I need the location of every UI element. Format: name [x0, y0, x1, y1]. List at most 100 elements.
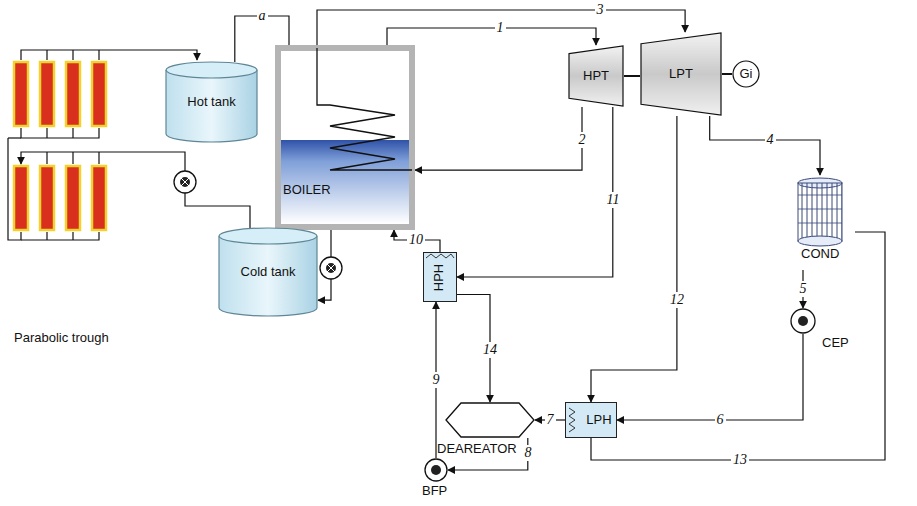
parabolic-trough-field-part — [46, 50, 47, 60]
parabolic-trough-field-part — [21, 232, 99, 240]
parabolic-trough-field-part — [72, 232, 73, 240]
field-label: Parabolic trough — [14, 330, 109, 345]
salt-pump-part — [326, 263, 336, 273]
stream-number: 8 — [523, 445, 534, 460]
lp-turbine: LPT — [640, 32, 722, 116]
parabolic-trough-field-part — [98, 50, 99, 60]
shaft-line — [722, 73, 732, 75]
node-label: BFP — [422, 484, 447, 499]
lp-heater: LPH — [565, 402, 617, 438]
boiler-outline — [275, 45, 415, 230]
stream-number: 11 — [605, 192, 622, 207]
flow-line — [387, 28, 596, 45]
cold-tank: Cold tank — [218, 228, 318, 316]
feed-pump-outline-part — [425, 459, 447, 481]
stream-number: 1 — [495, 20, 506, 35]
condenser-outline-part — [798, 236, 842, 246]
flow-line — [710, 116, 820, 175]
node-label: COND — [799, 247, 841, 262]
hp-turbine: HPT — [568, 45, 624, 107]
parabolic-trough-field-part — [92, 166, 106, 230]
hot-tank: Hot tank — [165, 62, 258, 142]
parabolic-trough-field-part — [46, 232, 47, 240]
parabolic-trough-field-part — [66, 166, 80, 230]
node-label: LPT — [669, 67, 693, 82]
stream-number: 9 — [431, 372, 442, 387]
parabolic-trough-field-part — [14, 62, 28, 126]
deaerator-outline-part — [446, 403, 534, 437]
condenser-outline-part — [798, 195, 842, 223]
node-label: LPH — [586, 413, 611, 428]
parabolic-trough-field-part — [21, 128, 99, 138]
condensate-pump: CEP — [790, 308, 816, 334]
solar-pump-part — [174, 171, 196, 193]
hp-heater-outline-part — [426, 254, 454, 258]
hp-heater-outline-part — [424, 253, 457, 302]
stream-number: 12 — [668, 292, 686, 307]
hp-heater: HPH — [423, 252, 457, 302]
stream-number: 13 — [731, 452, 749, 467]
cold-tank-outline-part — [219, 228, 317, 244]
stream-number: 6 — [715, 412, 726, 427]
parabolic-trough-field-part — [14, 166, 28, 230]
parabolic-trough-field-part — [46, 152, 47, 164]
stream-number: 4 — [765, 132, 776, 147]
condenser-outline-part — [798, 183, 842, 241]
hp-turbine-outline-part — [569, 46, 623, 106]
generator: Gi — [732, 60, 760, 88]
parabolic-trough-field-part — [40, 166, 54, 230]
stream-number: a — [257, 8, 268, 23]
node-label: BOILER — [283, 183, 331, 198]
feed-pump-outline-part — [431, 465, 441, 475]
feed-pump-outline — [424, 458, 448, 482]
salt-pump-part — [325, 262, 337, 274]
boiler: BOILER — [275, 45, 415, 230]
node-label: CEP — [822, 336, 849, 351]
generator-outline-part — [733, 61, 759, 87]
flow-line — [415, 107, 582, 170]
parabolic-trough-field-part — [40, 62, 54, 126]
lp-turbine-outline-part — [641, 33, 721, 115]
condenser: COND — [785, 175, 855, 270]
flow-line — [394, 230, 440, 252]
node-label: DEAREATOR — [437, 442, 517, 457]
flow-line — [317, 10, 685, 45]
boiler-outline-part — [317, 48, 412, 170]
parabolic-trough-field-part — [72, 152, 73, 164]
flow-line — [591, 232, 885, 460]
parabolic-trough-field-part — [72, 128, 73, 138]
salt-pump — [320, 257, 342, 279]
node-label: Cold tank — [241, 265, 296, 280]
cold-tank-outline-part — [219, 236, 317, 316]
lp-heater-outline-part — [566, 403, 617, 438]
node-label: Gi — [740, 67, 753, 82]
deaerator: DEAREATOR — [445, 402, 535, 438]
solar-pump — [174, 171, 196, 193]
flow-line — [591, 116, 677, 402]
shaft-line — [624, 75, 640, 77]
flow-line — [617, 334, 803, 420]
salt-pump-part — [320, 257, 342, 279]
deaerator-outline — [445, 402, 535, 438]
hot-tank-outline-part — [166, 70, 257, 142]
boiler-outline-part — [278, 48, 412, 227]
node-label: Hot tank — [187, 95, 235, 110]
node-label: HPT — [583, 69, 609, 84]
stream-number: 2 — [577, 132, 588, 147]
stream-number: 5 — [798, 281, 809, 296]
stream-number: 7 — [545, 412, 556, 427]
boiler-outline-part — [281, 140, 409, 224]
condensate-pump-outline-part — [798, 316, 808, 326]
parabolic-trough-field-part — [98, 152, 99, 164]
stream-number: 10 — [407, 232, 425, 247]
feed-pump: BFP — [424, 458, 448, 482]
node-label: HPH — [433, 263, 448, 290]
hot-tank-outline-part — [166, 62, 257, 78]
condensate-pump-outline-part — [791, 309, 815, 333]
stream-number: 14 — [481, 342, 499, 357]
parabolic-trough-field-part — [92, 62, 106, 126]
parabolic-trough-field-part — [8, 138, 21, 240]
parabolic-trough-field-part — [21, 50, 197, 60]
lp-heater-outline-part — [569, 408, 575, 432]
